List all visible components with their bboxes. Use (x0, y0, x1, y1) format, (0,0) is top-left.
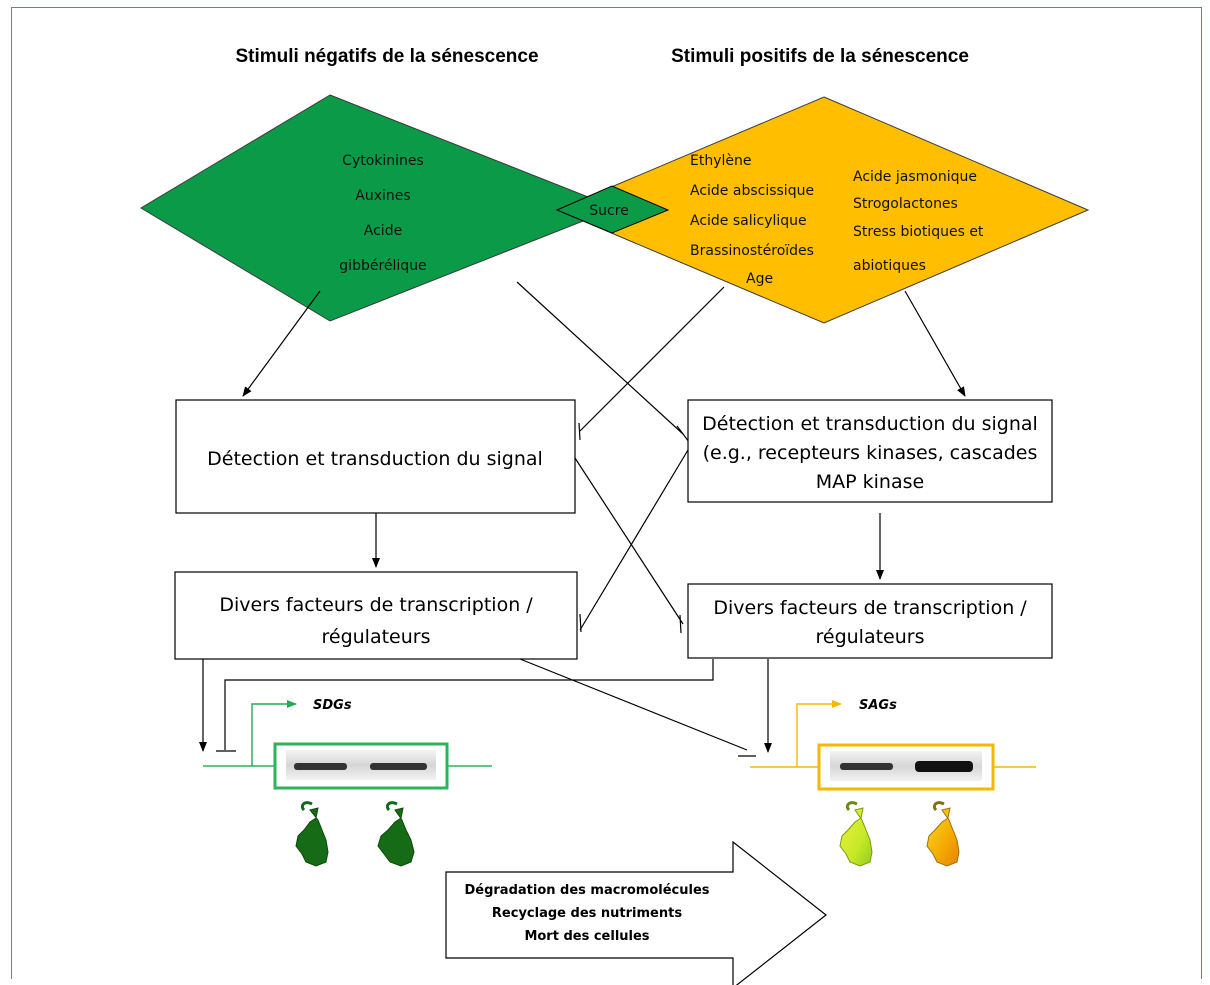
inhibition-bar (579, 613, 582, 633)
sag-band (915, 761, 973, 772)
inhibition-bar (676, 425, 690, 443)
outcome-text: Dégradation des macromolécules (464, 883, 709, 898)
positive-stimuli-title: Stimuli positifs de la sénescence (671, 46, 969, 67)
inhibition-bar (578, 422, 581, 441)
positive-stimuli-diamond (555, 96, 1090, 324)
left-detection-text: Détection et transduction du signal (207, 448, 543, 470)
right-detection-text: MAP kinase (816, 471, 924, 493)
positive-stimulus: Age (746, 271, 773, 287)
yellow-leaf-icon (839, 801, 873, 867)
sdg-band (294, 763, 347, 770)
negative-stimuli-title: Stimuli négatifs de la sénescence (235, 46, 538, 67)
sag-label: SAGs (859, 698, 897, 713)
sdg-promoter-arrow (251, 700, 297, 766)
right-detection-text: (e.g., recepteurs kinases, cascades (703, 442, 1038, 464)
outcome-text: Mort des cellules (524, 929, 649, 944)
right-tf-text: Divers facteurs de transcription / (713, 597, 1027, 619)
sag-promoter-arrow (796, 700, 842, 767)
right-detection-box (687, 399, 1053, 503)
left-tf-box (174, 571, 578, 660)
negative-stimuli-diamond (140, 94, 618, 322)
inhibition-line (574, 457, 684, 625)
positive-stimulus: Strogolactones (853, 196, 958, 212)
promotion-arrow (242, 290, 321, 397)
positive-stimulus: Acide salicylique (690, 213, 807, 229)
sag-band (840, 763, 893, 770)
negative-stimulus: Cytokinines (342, 153, 424, 169)
inhibition-line (224, 659, 714, 750)
shared-stimulus-label: Sucre (589, 203, 629, 219)
inhibition-line (579, 286, 725, 432)
outcome-text: Recyclage des nutriments (492, 906, 682, 921)
inhibition-line (579, 449, 689, 631)
right-detection-text: Détection et transduction du signal (702, 413, 1038, 435)
outcome-arrow (445, 840, 827, 985)
sdg-band (370, 763, 427, 770)
green-leaf-icon (295, 801, 329, 867)
orange-leaf-icon (926, 801, 960, 867)
right-tf-box (687, 583, 1053, 659)
positive-stimulus: Acide abscissique (690, 183, 814, 199)
sdg-label: SDGs (313, 698, 352, 713)
positive-stimulus: abiotiques (853, 258, 926, 274)
positive-stimulus: Ethylène (690, 153, 751, 169)
inhibition-bar (679, 614, 682, 634)
left-tf-text: régulateurs (322, 626, 431, 648)
diagram-frame (11, 7, 1202, 979)
inhibition-line (519, 658, 748, 751)
negative-stimulus: Acide (364, 223, 402, 239)
negative-stimulus: gibbérélique (339, 258, 426, 274)
promotion-arrow (904, 290, 966, 397)
shared-sugar-diamond (555, 185, 670, 234)
right-tf-text: régulateurs (816, 626, 925, 648)
positive-stimulus: Brassinostéroïdes (690, 243, 814, 259)
positive-stimulus: Acide jasmonique (853, 169, 977, 185)
negative-stimulus: Auxines (355, 188, 410, 204)
left-tf-text: Divers facteurs de transcription / (219, 594, 533, 616)
green-leaf-icon (377, 801, 415, 867)
inhibition-line (516, 281, 684, 435)
positive-stimulus: Stress biotiques et (853, 224, 984, 240)
